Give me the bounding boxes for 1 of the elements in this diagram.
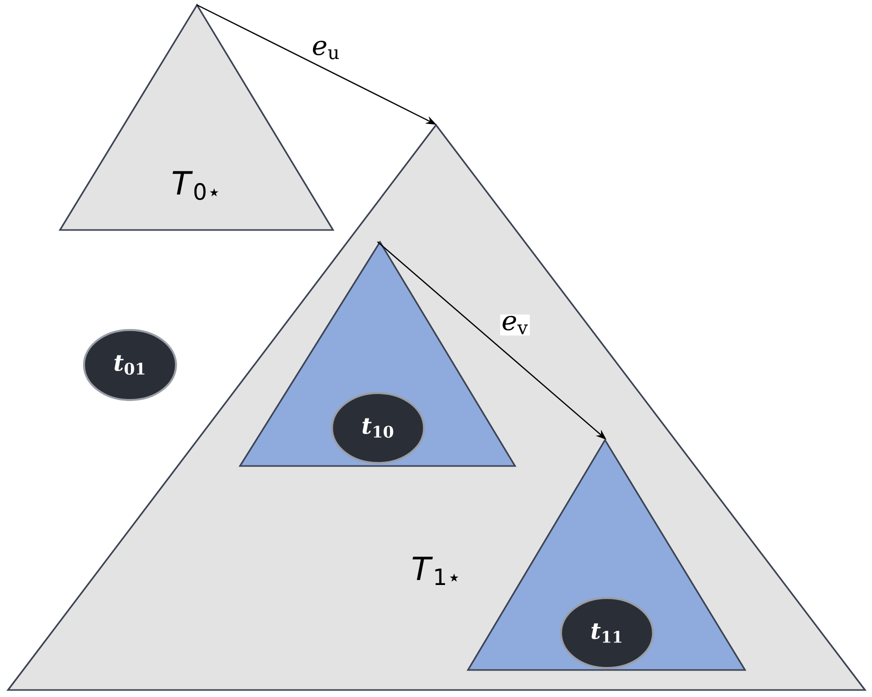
edge-label: e$_{v}$ xyxy=(500,314,530,336)
